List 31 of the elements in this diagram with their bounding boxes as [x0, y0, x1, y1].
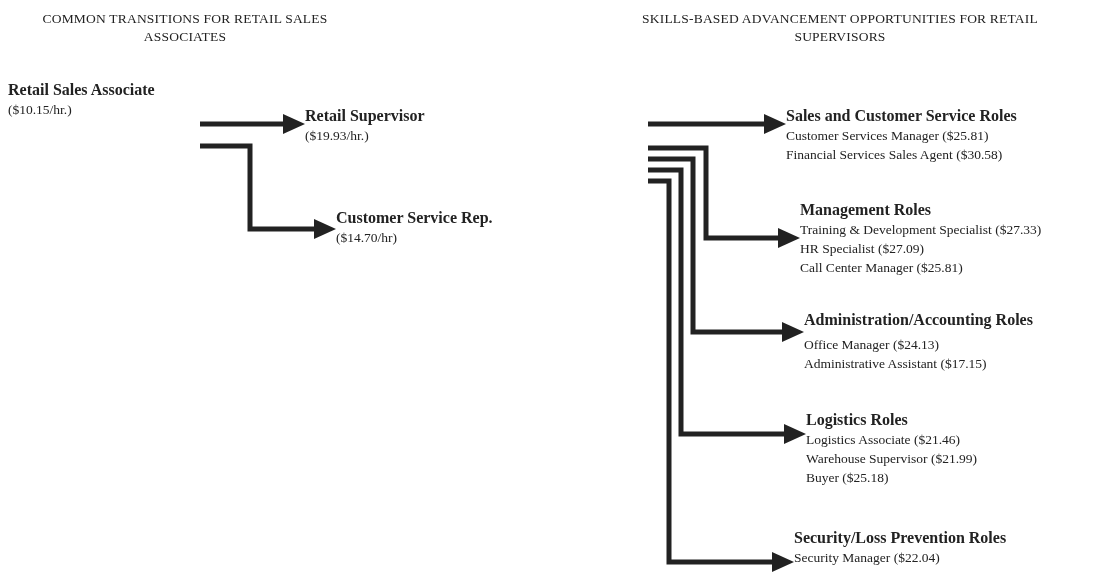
role-title: Customer Service Rep.: [336, 208, 494, 228]
role-detail: Administrative Assistant ($17.15): [804, 355, 988, 373]
arrow: [200, 143, 336, 239]
role-title: Security/Loss Prevention Roles: [794, 528, 1008, 548]
role-detail: ($14.70/hr): [336, 229, 399, 247]
arrow: [648, 114, 786, 134]
role-detail: Office Manager ($24.13): [804, 336, 941, 354]
arrow: [200, 114, 305, 134]
role-detail: HR Specialist ($27.09): [800, 240, 926, 258]
role-detail: Security Manager ($22.04): [794, 549, 941, 567]
column-heading: SKILLS-BASED ADVANCEMENT OPPORTUNITIES FOR RETAIL SUPERVISORS: [641, 10, 1039, 46]
role-detail: ($10.15/hr.): [8, 101, 73, 119]
role-detail: Customer Services Manager ($25.81): [786, 127, 990, 145]
arrow: [648, 178, 794, 572]
role-title: Management Roles: [800, 200, 933, 220]
role-detail: Call Center Manager ($25.81): [800, 259, 964, 277]
role-title: Administration/Accounting Roles: [804, 310, 1034, 330]
role-detail: Warehouse Supervisor ($21.99): [806, 450, 978, 468]
role-detail: Financial Services Sales Agent ($30.58): [786, 146, 1004, 164]
arrow: [648, 167, 806, 444]
role-title: Sales and Customer Service Roles: [786, 106, 1018, 126]
role-detail: Logistics Associate ($21.46): [806, 431, 962, 449]
role-title: Retail Sales Associate: [8, 80, 156, 100]
arrow: [648, 145, 800, 248]
role-detail: Buyer ($25.18): [806, 469, 890, 487]
arrow: [648, 156, 804, 342]
role-title: Logistics Roles: [806, 410, 909, 430]
column-heading: COMMON TRANSITIONS FOR RETAIL SALES ASSOCIATES: [41, 10, 329, 46]
role-title: Retail Supervisor: [305, 106, 426, 126]
role-detail: ($19.93/hr.): [305, 127, 370, 145]
role-detail: Training & Development Specialist ($27.33): [800, 221, 1043, 239]
